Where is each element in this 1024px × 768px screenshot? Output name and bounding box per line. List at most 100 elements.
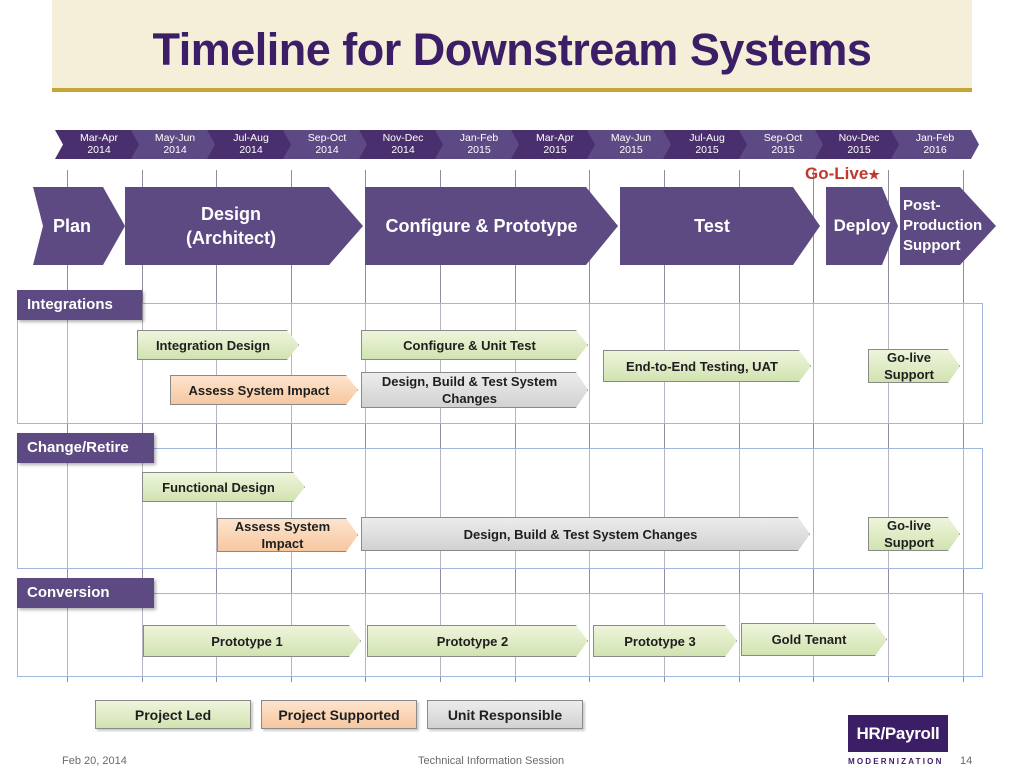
period-year: 2015 (543, 144, 567, 156)
legend-unit-responsible: Unit Responsible (427, 700, 583, 729)
assess-system-impact-task: Assess System Impact (170, 375, 358, 405)
phase-deploy: Deploy (826, 187, 898, 265)
logo-text: HR/Payroll (856, 723, 940, 743)
period-months: Jul-Aug (233, 132, 269, 144)
prototype-3-task: Prototype 3 (593, 625, 737, 657)
gridline (813, 170, 814, 682)
period-year: 2014 (163, 144, 187, 156)
period-year: 2014 (315, 144, 339, 156)
gridline (216, 170, 217, 682)
period-months: May-Jun (610, 132, 652, 144)
period-months: May-Jun (154, 132, 196, 144)
conversion-label: Conversion (17, 578, 154, 608)
period-months: Nov-Dec (838, 132, 880, 144)
phase-design-sublabel: (Architect) (185, 228, 276, 248)
phase-deploy-label: Deploy (833, 216, 891, 235)
period-months: Nov-Dec (382, 132, 424, 144)
prototype-2-task: Prototype 2 (367, 625, 588, 657)
task-label-line1: Assess System (234, 519, 331, 534)
phase-post-label-1: Post- (903, 197, 941, 214)
period-year: 2015 (467, 144, 491, 156)
phase-configure-label: Configure & Prototype (385, 216, 578, 236)
title-rule (52, 88, 972, 92)
period-months: Mar-Apr (536, 132, 574, 144)
gridline (963, 170, 964, 682)
gridline (664, 170, 665, 682)
task-label-line2: Changes (442, 391, 497, 406)
integration-design-task: Integration Design (137, 330, 299, 360)
period-year: 2015 (695, 144, 719, 156)
gridline (142, 170, 143, 682)
title-band (52, 0, 972, 88)
phase-design-label: Design (200, 204, 261, 224)
phase-design: Design (Architect) (125, 187, 363, 265)
phase-test-label: Test (694, 216, 730, 236)
page-title: Timeline for Downstream Systems (152, 24, 872, 75)
period-year: 2014 (391, 144, 415, 156)
task-label-line2: Support (884, 535, 934, 550)
period-year: 2015 (847, 144, 871, 156)
legend-project-supported: Project Supported (261, 700, 417, 729)
period-year: 2014 (239, 144, 263, 156)
gold-tenant-task: Gold Tenant (741, 623, 887, 656)
logo-subtitle: MODERNIZATION (848, 757, 944, 766)
phase-configure-prototype: Configure & Prototype (365, 187, 618, 265)
gridline (291, 170, 292, 682)
period-months: Jul-Aug (689, 132, 725, 144)
phase-plan: Plan (33, 187, 125, 265)
period-months: Sep-Oct (763, 132, 803, 144)
gridline (888, 170, 889, 682)
legend-project-led: Project Led (95, 700, 251, 729)
star-icon: ★ (868, 167, 880, 182)
integrations-label: Integrations (17, 290, 142, 320)
period-year: 2015 (771, 144, 795, 156)
functional-design-task: Functional Design (142, 472, 305, 502)
gridline (365, 170, 366, 682)
golive-marker: Go-Live★ (805, 164, 880, 184)
gridline (515, 170, 516, 682)
task-label-line2: Support (884, 367, 934, 382)
gridline (589, 170, 590, 682)
period-year: 2014 (87, 144, 111, 156)
task-label-line1: Go-live (886, 518, 932, 533)
phase-post-label-2: Production (903, 217, 983, 234)
phase-plan-label: Plan (52, 216, 91, 236)
golive-label: Go-Live (805, 164, 869, 183)
gridline (440, 170, 441, 682)
hr-payroll-logo: HR/Payroll (848, 715, 948, 752)
period-months: Jan-Feb (915, 132, 955, 144)
task-label-line2: Impact (261, 536, 304, 551)
change-retire-label: Change/Retire (17, 433, 154, 463)
phase-post-label-3: Support (903, 237, 961, 254)
task-label-line1: Go-live (886, 350, 932, 365)
period-months: Jan-Feb (459, 132, 499, 144)
period-months: Mar-Apr (80, 132, 118, 144)
period-months: Sep-Oct (307, 132, 347, 144)
page-number: 14 (960, 755, 973, 767)
end-to-end-testing-task: End-to-End Testing, UAT (603, 350, 811, 382)
footer-date: Feb 20, 2014 (62, 755, 127, 767)
prototype-1-task: Prototype 1 (143, 625, 361, 657)
period-year: 2015 (619, 144, 643, 156)
design-build-test-task: Design, Build & Test System Changes (361, 517, 810, 551)
footer-center: Technical Information Session (418, 755, 565, 767)
configure-unit-test-task: Configure & Unit Test (361, 330, 588, 360)
gridline (739, 170, 740, 682)
